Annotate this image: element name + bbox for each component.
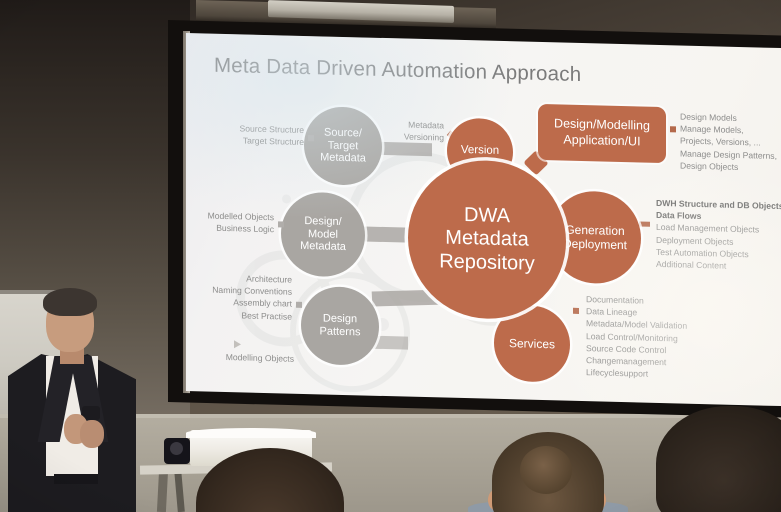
node-line-3: Metadata bbox=[300, 240, 346, 254]
label-line: Business Logic bbox=[216, 222, 274, 235]
label-line: Naming Conventions bbox=[212, 284, 292, 297]
label-line: Assembly chart bbox=[233, 297, 292, 310]
label-line: Load Control/Monitoring bbox=[586, 330, 678, 344]
label-line: Test Automation Objects bbox=[656, 246, 749, 260]
projector-lens bbox=[170, 442, 183, 455]
label-metadata-versioning: Metadata Versioning bbox=[382, 118, 444, 144]
paper-stack-top bbox=[186, 428, 316, 438]
slide-title: Meta Data Driven Automation Approach bbox=[214, 53, 582, 87]
bullet-icon bbox=[278, 221, 284, 228]
triangle-icon bbox=[234, 340, 241, 349]
node-line-2: Model bbox=[308, 227, 338, 241]
node-design-patterns[interactable]: Design Patterns bbox=[301, 285, 379, 366]
label-line: Architecture bbox=[246, 273, 292, 285]
label-line: Manage Design Patterns, bbox=[680, 148, 777, 161]
label-dwh-structure-group: DWH Structure and DB Objects Data Flows … bbox=[656, 197, 781, 273]
label-line: Design Models bbox=[680, 111, 737, 123]
audience-head-right bbox=[656, 406, 781, 512]
label-line: Target Structure bbox=[242, 135, 304, 148]
wall-trim-edge bbox=[0, 414, 781, 419]
label-line: Metadata/Model Validation bbox=[586, 318, 688, 332]
bullet-icon bbox=[296, 301, 302, 308]
presenter-belt bbox=[54, 474, 98, 484]
node-source-target-metadata[interactable]: Source/ Target Metadata bbox=[304, 105, 382, 186]
node-line-1: Design bbox=[322, 312, 358, 326]
node-line-1: Generation bbox=[565, 222, 625, 238]
label-line: Source Code Control bbox=[586, 342, 667, 355]
audience-hair-bun bbox=[520, 446, 572, 494]
label-line: Documentation bbox=[586, 294, 644, 306]
presenter-hair bbox=[43, 288, 97, 316]
node-line-3: Repository bbox=[439, 250, 535, 275]
node-label: Version bbox=[460, 144, 500, 158]
node-line-2: Patterns bbox=[319, 325, 361, 339]
label-line: Changemanagement bbox=[586, 355, 667, 368]
node-design-model-metadata[interactable]: Design/ Model Metadata bbox=[281, 191, 365, 278]
label-architecture-group: Architecture Naming Conventions Assembly… bbox=[186, 271, 292, 323]
label-line: Lifecyclesupport bbox=[586, 367, 649, 379]
node-line-1: Design/ bbox=[304, 214, 342, 228]
label-modelled-objects: Modelled Objects Business Logic bbox=[186, 209, 274, 236]
bullet-icon bbox=[639, 221, 650, 227]
bullet-icon bbox=[573, 307, 579, 314]
label-line: Manage Models, bbox=[680, 123, 744, 136]
presentation-clicker bbox=[82, 406, 100, 420]
node-line-1: DWA bbox=[464, 203, 510, 227]
node-line-2: Deployment bbox=[562, 236, 628, 253]
label-line: Best Practise bbox=[241, 310, 292, 322]
whiteboard-frame bbox=[0, 290, 68, 296]
label-line: Source Structure bbox=[239, 123, 304, 135]
node-label: Services bbox=[508, 336, 555, 352]
label-line: Additional Content bbox=[656, 258, 727, 271]
node-line-3: Metadata bbox=[320, 151, 366, 166]
label-line: Projects, Versions, ... bbox=[680, 135, 761, 148]
label-line: Metadata bbox=[408, 119, 444, 131]
label-line: Design Objects bbox=[680, 160, 739, 172]
label-documentation-group: Documentation Data Lineage Metadata/Mode… bbox=[586, 293, 687, 381]
box-line-2: Application/UI bbox=[563, 132, 641, 149]
label-source-target-structure: Source Structure Target Structure bbox=[196, 121, 304, 148]
label-line: Load Management Objects bbox=[656, 222, 760, 235]
label-line: Modelling Objects bbox=[225, 352, 294, 364]
presentation-slide: Meta Data Driven Automation Approach Sou… bbox=[186, 33, 781, 406]
box-line-1: Design/Modelling bbox=[554, 116, 650, 134]
label-line: Modelled Objects bbox=[207, 210, 274, 223]
label-design-models-group: Design Models Manage Models, Projects, V… bbox=[680, 111, 777, 174]
node-line-2: Target bbox=[327, 139, 359, 152]
projection-screen-surface: Meta Data Driven Automation Approach Sou… bbox=[186, 33, 781, 407]
label-line: Versioning bbox=[403, 131, 444, 143]
label-modelling-objects: Modelling Objects bbox=[186, 350, 294, 365]
label-line: DWH Structure and DB Objects bbox=[656, 197, 781, 212]
label-line: Data Lineage bbox=[586, 306, 638, 318]
presenter-hand-right bbox=[80, 420, 104, 448]
label-line: Deployment Objects bbox=[656, 234, 734, 247]
node-line-2: Metadata bbox=[445, 226, 529, 251]
box-design-modelling-application-ui[interactable]: Design/Modelling Application/UI bbox=[538, 103, 666, 164]
bullet-icon bbox=[670, 126, 676, 133]
label-line: Data Flows bbox=[656, 210, 702, 222]
bullet-icon bbox=[308, 135, 314, 142]
node-line-1: Source/ bbox=[324, 126, 362, 140]
presenter-person bbox=[2, 288, 144, 512]
